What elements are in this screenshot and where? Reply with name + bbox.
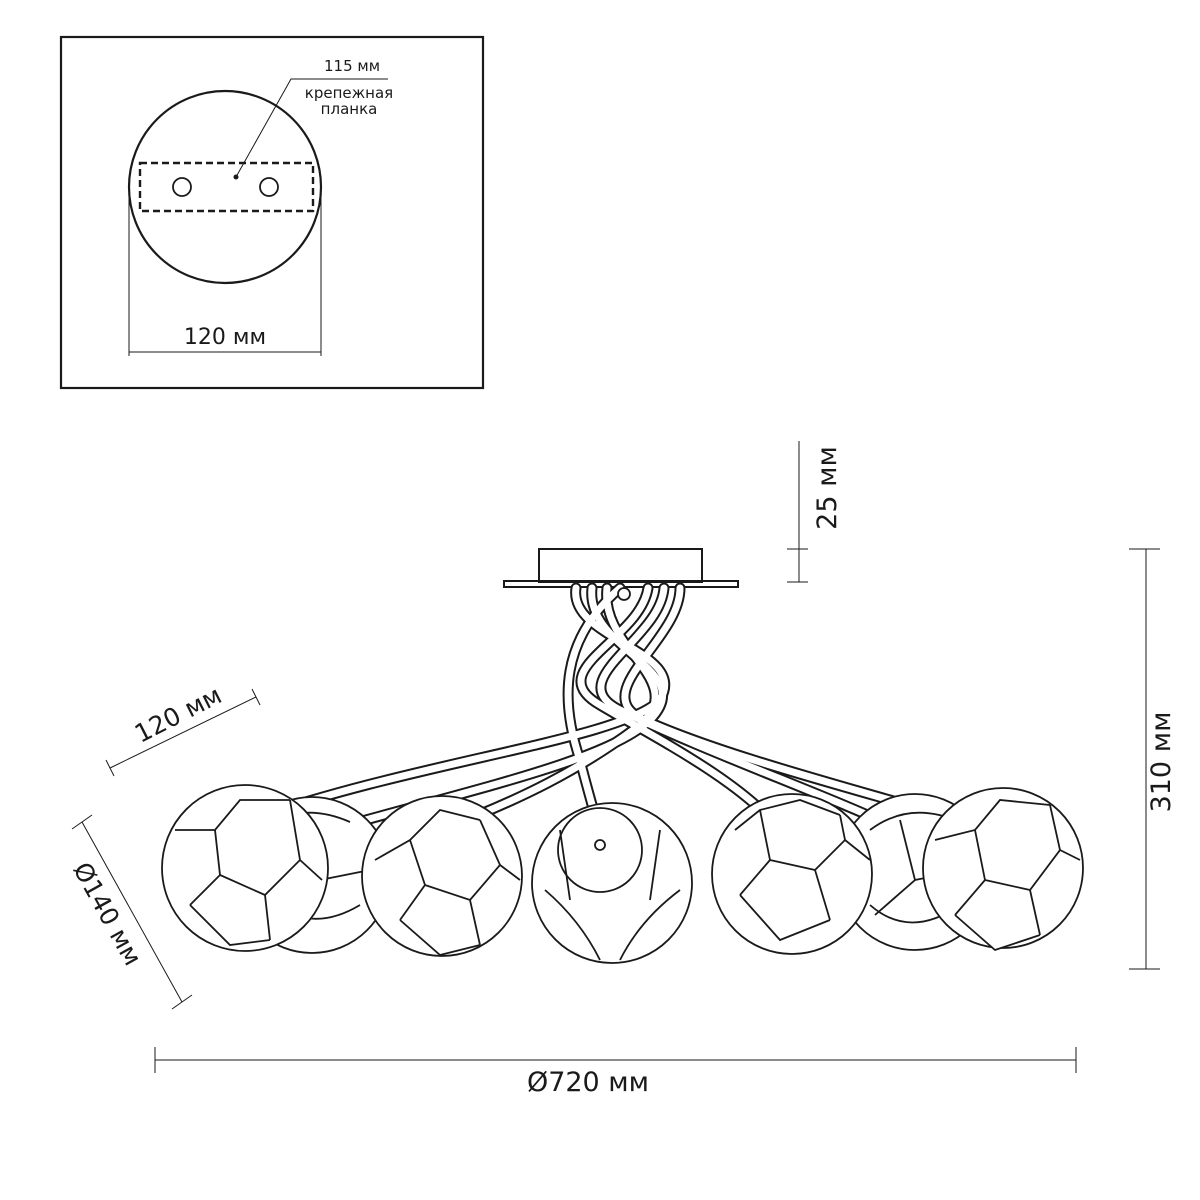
mounting-hole-left xyxy=(172,177,192,197)
canopy-height-dimension: 25 мм xyxy=(787,441,843,583)
mounting-bar-outline xyxy=(138,161,315,213)
shade-1 xyxy=(161,784,329,952)
canopy-body xyxy=(538,548,703,583)
overall-diameter-dimension: Ø720 мм xyxy=(154,1047,1077,1098)
arm-end-cap xyxy=(594,839,606,851)
canopy-height-label: 25 мм xyxy=(812,446,843,530)
shade-2 xyxy=(361,795,523,957)
bar-name-label-line2: планка xyxy=(321,100,378,118)
bar-width-label: 115 мм xyxy=(324,57,380,75)
total-height-dimension: 310 мм xyxy=(1129,548,1177,970)
arm-group-inner xyxy=(246,584,994,849)
mounting-plate-inset: 115 мм крепежная планка 120 мм xyxy=(59,35,485,390)
arm-length-line xyxy=(109,696,257,769)
canopy-bolt xyxy=(617,587,631,601)
bar-name-label-line1: крепежная xyxy=(305,84,393,102)
inset-frame xyxy=(59,35,485,390)
bar-leader-line xyxy=(235,78,388,178)
shade-diameter-label: Ø140 мм xyxy=(67,857,147,970)
arm-length-dimension: 120 мм xyxy=(105,680,261,777)
shade-3 xyxy=(531,802,693,964)
shade-4 xyxy=(711,793,873,955)
shade-diameter-line xyxy=(81,821,183,1003)
overall-diameter-label: Ø720 мм xyxy=(527,1067,649,1098)
plate-diameter-label: 120 мм xyxy=(184,325,266,350)
total-height-label: 310 мм xyxy=(1146,712,1177,813)
ceiling-canopy xyxy=(503,548,739,588)
shade-5 xyxy=(922,787,1084,952)
glass-shades xyxy=(161,784,1084,964)
arm-length-label: 120 мм xyxy=(130,680,226,748)
mounting-hole-right xyxy=(259,177,279,197)
mounting-plate-circle xyxy=(127,89,323,285)
